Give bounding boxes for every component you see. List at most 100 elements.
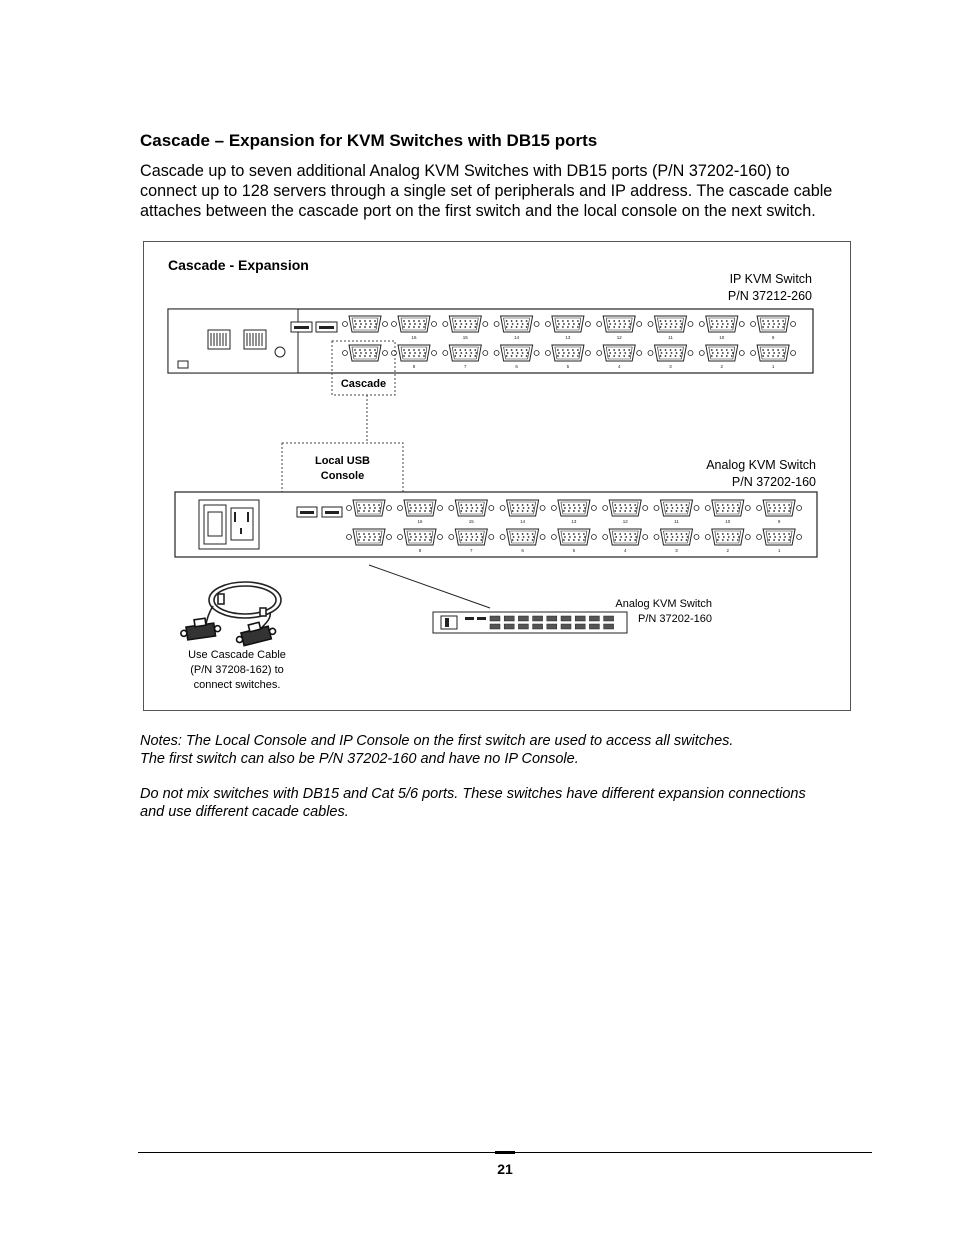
db15-port-top <box>653 499 700 517</box>
small-analog-switch-pn: P/N 37202-160 <box>638 613 712 625</box>
db15-port-bottom <box>698 344 745 362</box>
db15-port-bottom <box>493 344 540 362</box>
footer-tab-mark <box>495 1151 515 1154</box>
db15-port-bottom <box>647 344 694 362</box>
cascade-diagram-frame <box>143 241 851 711</box>
note-line-2: The first switch can also be P/N 37202-1… <box>140 751 579 767</box>
port-number-bottom: 4 <box>618 364 621 369</box>
diagram-title: Cascade - Expansion <box>168 257 309 273</box>
db15-port-top <box>698 315 745 333</box>
db15-console-port <box>342 315 388 333</box>
db15-port-top <box>602 499 649 517</box>
db15-port-top <box>545 315 591 333</box>
cascade-port-highlight <box>331 340 396 396</box>
analog-kvm-switch-name: Analog KVM Switch <box>706 458 816 472</box>
cable-caption-line-3: connect switches. <box>193 679 281 691</box>
port-number-top: 15 <box>469 519 475 524</box>
local-usb-line-2: Console <box>320 470 365 482</box>
port-number-bottom: 4 <box>624 548 627 553</box>
port-number-bottom: 6 <box>515 364 518 369</box>
port-number-bottom: 2 <box>727 548 730 553</box>
ip-kvm-rj45-ports <box>177 329 286 369</box>
db15-port-bottom <box>750 344 796 362</box>
db15-port-top <box>397 499 443 517</box>
db15-port-top <box>493 315 540 333</box>
port-number-top: 9 <box>778 519 781 524</box>
db15-port-top <box>391 315 437 333</box>
db15-port-bottom <box>596 344 643 362</box>
ip-kvm-switch-pn: P/N 37212-260 <box>727 289 812 303</box>
port-number-top: 9 <box>772 335 775 340</box>
analog-kvm-switch-chassis <box>174 491 818 558</box>
analog-kvm-switch-label: Analog KVM Switch P/N 37202-160 <box>640 457 816 491</box>
ip-kvm-switch-label: IP KVM Switch P/N 37212-260 <box>640 271 812 305</box>
db15-port-bottom <box>602 528 649 546</box>
zoom-leader-line <box>368 564 491 609</box>
db15-port-top <box>704 499 751 517</box>
port-number-bottom: 7 <box>470 548 473 553</box>
db15-port-bottom <box>391 344 437 362</box>
port-number-top: 12 <box>617 335 623 340</box>
cascade-cable-caption: Use Cascade Cable (P/N 37208-162) to con… <box>167 648 307 693</box>
port-number-top: 13 <box>571 519 577 524</box>
small-analog-switch-label: Analog KVM Switch P/N 37202-160 <box>580 597 712 627</box>
note-line-3: Do not mix switches with DB15 and Cat 5/… <box>140 786 806 802</box>
port-number-top: 11 <box>674 519 679 524</box>
port-number-top: 14 <box>514 335 520 340</box>
port-number-bottom: 8 <box>413 364 416 369</box>
analog-kvm-usb-ports <box>296 506 343 518</box>
port-number-top: 16 <box>417 519 423 524</box>
port-number-top: 13 <box>565 335 571 340</box>
intro-line-1: Cascade up to seven additional Analog KV… <box>140 162 790 180</box>
cascade-port-label: Cascade <box>340 378 387 390</box>
port-number-top: 16 <box>411 335 417 340</box>
db15-port-top <box>647 315 694 333</box>
db15-port-bottom <box>756 528 802 546</box>
port-number-top: 14 <box>520 519 526 524</box>
db15-cascade-port <box>346 528 392 546</box>
port-number-top: 12 <box>623 519 629 524</box>
port-number-bottom: 2 <box>721 364 724 369</box>
port-number-bottom: 5 <box>573 548 576 553</box>
section-heading: Cascade – Expansion for KVM Switches wit… <box>140 131 598 150</box>
intro-line-2: connect up to 128 servers through a sing… <box>140 182 833 200</box>
db15-port-top <box>596 315 643 333</box>
port-number-bottom: 6 <box>521 548 524 553</box>
port-number-top: 10 <box>719 335 725 340</box>
small-analog-switch-name: Analog KVM Switch <box>615 598 712 610</box>
db15-port-top <box>499 499 546 517</box>
db15-port-bottom <box>551 528 597 546</box>
note-line-4: and use different cacade cables. <box>140 804 349 820</box>
note-line-1: Notes: The Local Console and IP Console … <box>140 733 734 749</box>
analog-kvm-switch-small <box>432 611 628 634</box>
local-usb-console-label: Local USB Console <box>282 454 403 484</box>
db15-port-top <box>448 499 495 517</box>
db15-port-top <box>551 499 597 517</box>
ip-kvm-usb-ports <box>290 321 338 333</box>
intro-line-3: attaches between the cascade port on the… <box>140 202 816 220</box>
cascade-cable-illustration <box>180 581 282 647</box>
db15-port-top <box>756 499 802 517</box>
db15-port-bottom <box>448 528 495 546</box>
db15-port-bottom <box>397 528 443 546</box>
db15-port-bottom <box>653 528 700 546</box>
port-number-bottom: 5 <box>567 364 570 369</box>
port-number-top: 10 <box>725 519 731 524</box>
port-number-top: 11 <box>668 335 673 340</box>
port-number-bottom: 7 <box>464 364 467 369</box>
port-number-bottom: 3 <box>675 548 678 553</box>
cable-caption-line-1: Use Cascade Cable <box>188 649 286 661</box>
db15-console-port <box>346 499 392 517</box>
local-usb-line-1: Local USB <box>314 455 370 467</box>
db15-port-bottom <box>442 344 489 362</box>
page-number: 21 <box>497 1161 513 1177</box>
db15-port-bottom <box>545 344 591 362</box>
port-number-bottom: 8 <box>419 548 422 553</box>
cable-caption-line-2: (P/N 37208-162) to <box>190 664 284 676</box>
db15-port-top <box>442 315 489 333</box>
db15-port-bottom <box>499 528 546 546</box>
ip-kvm-rear-panel <box>167 308 299 374</box>
